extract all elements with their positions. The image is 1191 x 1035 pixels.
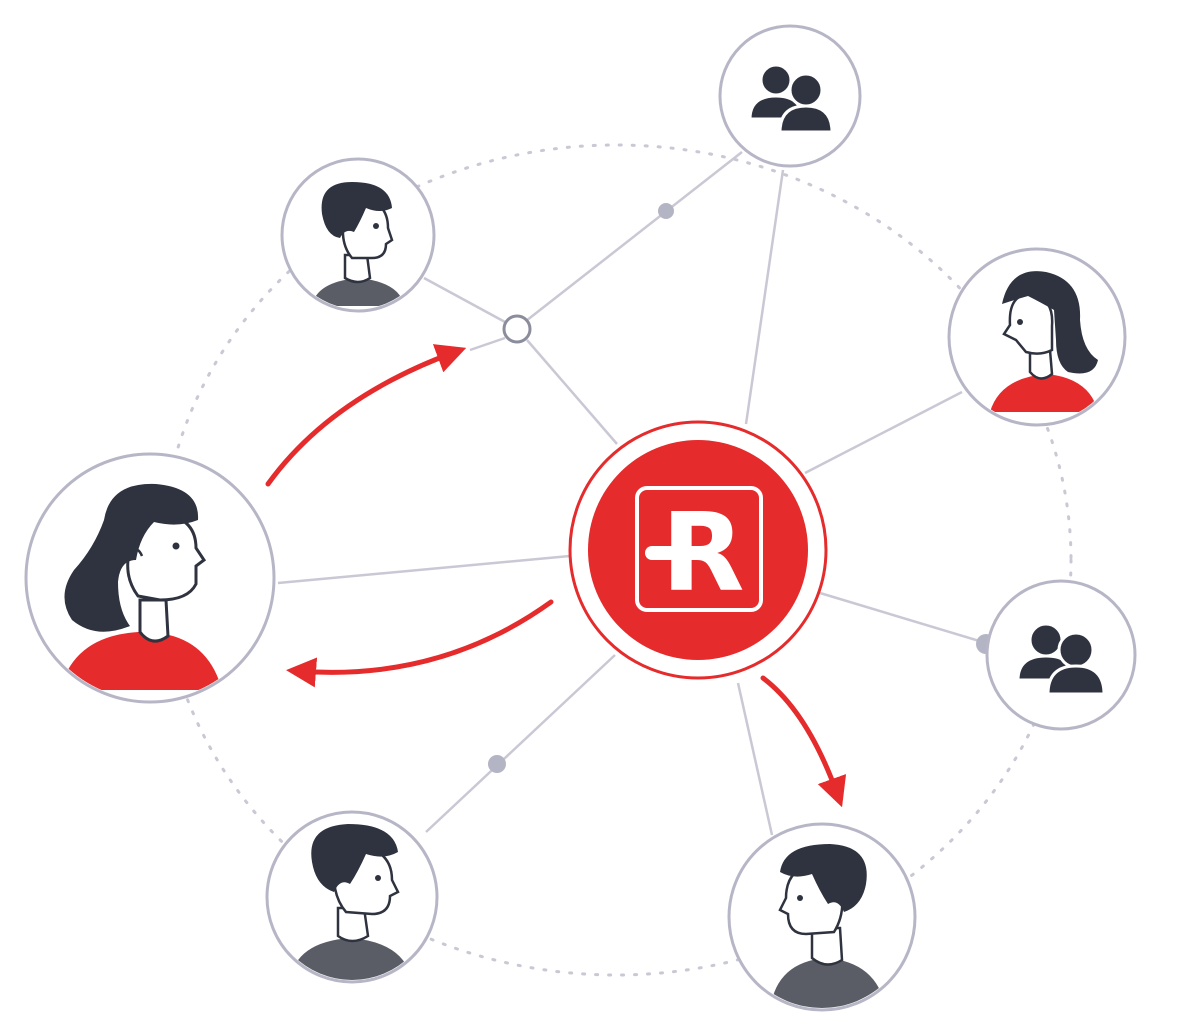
line-woman-left-hub: [277, 554, 571, 585]
node-man-top-left[interactable]: [280, 157, 436, 313]
node-group-right[interactable]: [985, 579, 1137, 731]
man-avatar-icon: [312, 182, 404, 306]
relay-dot-top: [658, 203, 674, 219]
node-man-bottom-right[interactable]: [727, 822, 917, 1012]
red-arrows: [265, 344, 847, 808]
connection-lines: [277, 151, 987, 836]
line-woman-right-hub: [804, 390, 963, 475]
line-hub-man-bl: [425, 654, 616, 833]
node-man-bottom-left[interactable]: [265, 810, 439, 984]
line-junction-hub: [526, 339, 618, 445]
line-hub-man-br: [736, 682, 774, 836]
man-avatar-icon: [290, 824, 412, 980]
line-man-tl-junction: [423, 276, 506, 324]
hub-node: R: [568, 420, 828, 680]
arrow-to-junction: [265, 344, 467, 487]
junction-node: [502, 314, 532, 344]
hub-disc: [588, 440, 808, 660]
group-icon: [1016, 622, 1106, 696]
node-group-top[interactable]: [718, 24, 862, 168]
hub-logo-frame: [635, 486, 763, 612]
man-avatar-icon: [770, 844, 886, 1008]
line-group-top-hub: [744, 169, 785, 425]
line-junction-arrowtip: [469, 336, 506, 352]
line-junction-group-top: [516, 151, 743, 329]
arrow-to-woman-left: [286, 599, 554, 688]
relay-dot-bottom: [488, 755, 506, 773]
arrow-to-man-bottom-right: [760, 675, 847, 808]
node-woman-left-large[interactable]: [24, 452, 276, 704]
woman-avatar-icon: [60, 483, 222, 690]
woman-avatar-icon: [990, 271, 1098, 412]
line-hub-group-right: [819, 591, 987, 645]
node-woman-right[interactable]: [947, 247, 1127, 427]
group-icon: [748, 63, 834, 134]
